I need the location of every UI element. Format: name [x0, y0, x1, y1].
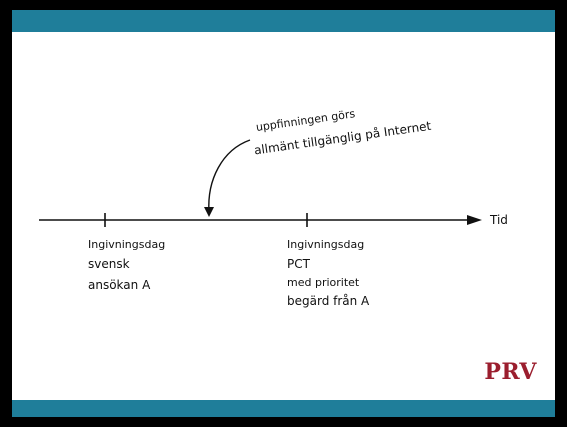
axis-label-tid: Tid — [489, 213, 508, 227]
slide-canvas: uppfinningen görs allmänt tillgänglig på… — [12, 10, 555, 417]
right-label-line-2: PCT — [287, 257, 311, 271]
annotation-arrowhead — [204, 207, 214, 217]
timeline-diagram: uppfinningen görs allmänt tillgänglig på… — [39, 107, 508, 308]
right-label-line-4: begärd från A — [287, 294, 370, 308]
top-band — [12, 10, 555, 32]
left-label-line-2: svensk — [88, 257, 130, 271]
annotation-line-1: uppfinningen görs — [255, 107, 356, 134]
right-label-line-3: med prioritet — [287, 276, 360, 289]
bottom-band — [12, 400, 555, 417]
timeline-arrowhead — [467, 215, 482, 225]
prv-logo: PRV — [484, 359, 537, 385]
left-label-line-1: Ingivningsdag — [88, 238, 165, 251]
left-label-line-3: ansökan A — [88, 278, 151, 292]
right-label-line-1: Ingivningsdag — [287, 238, 364, 251]
annotation-arrow — [208, 139, 251, 213]
